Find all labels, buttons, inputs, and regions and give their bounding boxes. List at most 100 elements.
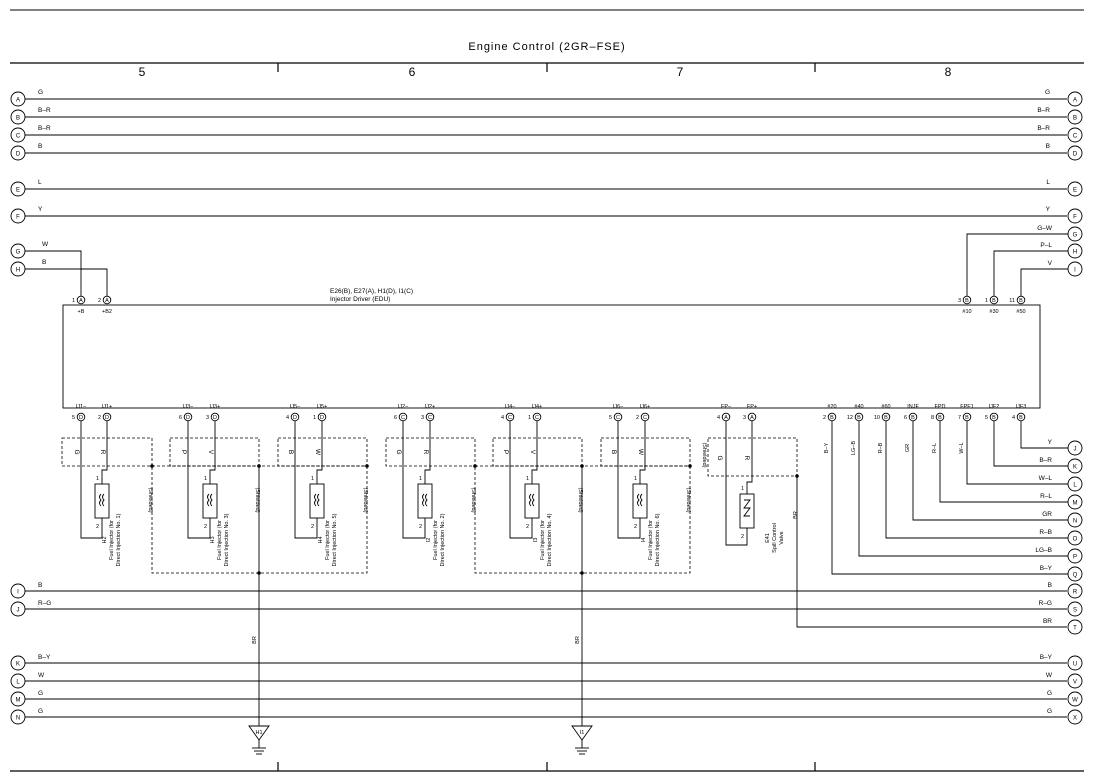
coil-pin-number: 1 xyxy=(741,486,744,492)
injector-coil xyxy=(417,483,433,519)
right-terminal xyxy=(1067,476,1083,492)
wire-color-label: V xyxy=(529,450,536,455)
terminal-letter: X xyxy=(1073,715,1077,721)
pin-label: IJ3+ xyxy=(210,404,221,410)
left-terminal xyxy=(10,709,26,725)
right-terminal xyxy=(1067,127,1083,143)
coil-pin-number: 1 xyxy=(634,476,637,482)
left-terminal xyxy=(10,691,26,707)
wire-color-label: BR xyxy=(575,636,581,644)
left-terminal xyxy=(10,243,26,259)
pin-label: IJ2– xyxy=(398,404,409,410)
shield-box xyxy=(474,465,691,574)
valve-label: Valve xyxy=(779,531,785,544)
terminal-letter: K xyxy=(16,661,20,667)
wire-color-label: R–B xyxy=(1039,529,1052,536)
connector-pin xyxy=(102,295,112,305)
connector-letter: A xyxy=(724,415,728,421)
pin-number: 2 xyxy=(98,298,101,304)
injector-wire xyxy=(639,421,646,484)
connector-letter: D xyxy=(293,415,297,421)
connector-pin xyxy=(721,412,731,422)
wire-color-label: B xyxy=(38,582,42,589)
coil-pin-number: 1 xyxy=(96,476,99,482)
shielded-label: (Shielded) xyxy=(577,487,583,512)
pin-number: 5 xyxy=(72,415,75,421)
terminal-letter: E xyxy=(1073,187,1077,193)
right-terminal xyxy=(1067,619,1083,635)
wire-color-label: W xyxy=(637,449,644,456)
wires xyxy=(25,98,1068,755)
injector-id: H3 xyxy=(210,536,216,543)
wire-color-label: G xyxy=(73,449,80,454)
wire-color-label: G xyxy=(38,708,43,715)
injector-label: Direct Injection No. 2) xyxy=(440,513,446,566)
wire-color-label: G xyxy=(38,89,43,96)
valve-wire xyxy=(746,421,753,494)
injector-wire xyxy=(187,421,211,539)
shielded-label: (Shielded) xyxy=(147,487,153,512)
injector-wire xyxy=(316,421,323,484)
signal-wire xyxy=(966,421,1068,485)
injector-label: Direct Injection No. 3) xyxy=(224,513,230,566)
pin-label: #30 xyxy=(989,309,998,315)
section-number: 6 xyxy=(409,65,416,79)
pin-number: 4 xyxy=(717,415,720,421)
injector-label: Fuel Injector (for xyxy=(109,520,115,560)
connector-letter: B xyxy=(1019,298,1023,304)
right-terminal xyxy=(1067,243,1083,259)
left-terminal xyxy=(10,91,26,107)
pin-number: 4 xyxy=(286,415,289,421)
wire-color-label: LG–B xyxy=(1035,547,1052,554)
right-terminal xyxy=(1067,673,1083,689)
left-terminal xyxy=(10,208,26,224)
pin-label: IJ2+ xyxy=(425,404,436,410)
connector-letter: D xyxy=(186,415,190,421)
injector-label: Fuel Injector (for xyxy=(433,520,439,560)
connector-pin xyxy=(76,412,86,422)
right-terminal xyxy=(1067,181,1083,197)
right-terminal xyxy=(1067,655,1083,671)
wire-color-label: R–G xyxy=(38,600,51,607)
pin-label: #20 xyxy=(827,404,836,410)
connector-pin xyxy=(1016,412,1026,422)
right-terminal xyxy=(1067,512,1083,528)
injector-label: Fuel Injector (for xyxy=(325,520,331,560)
right-terminal xyxy=(1067,709,1083,725)
injector-coil xyxy=(309,483,325,519)
terminal-letter: W xyxy=(1072,697,1078,703)
wire-color-label: LG–B xyxy=(851,441,857,455)
coil-pin-number: 1 xyxy=(526,476,529,482)
connector-pin xyxy=(881,412,891,422)
connector-pin xyxy=(317,412,327,422)
connector-letter: B xyxy=(965,415,969,421)
injector-wire xyxy=(209,421,216,484)
connector-pin xyxy=(827,412,837,422)
edu-connectors: E26(B), E27(A), H1(D), I1(C) xyxy=(330,288,413,295)
pin-number: 3 xyxy=(958,298,961,304)
connector-letter: A xyxy=(105,298,109,304)
wire-color-label: W xyxy=(314,449,321,456)
terminal-letter: M xyxy=(16,697,21,703)
injector-label: Fuel Injector (for xyxy=(648,520,654,560)
coil-pin-number: 2 xyxy=(419,524,422,530)
pin-label: IJ1+ xyxy=(102,404,113,410)
pin-label: IJ5+ xyxy=(317,404,328,410)
terminal-letter: I xyxy=(17,589,19,595)
injector-wire xyxy=(294,421,318,539)
connector-pin xyxy=(962,412,972,422)
injector-id: I3 xyxy=(533,538,539,543)
injector-wire xyxy=(402,421,426,539)
left-terminal xyxy=(10,261,26,277)
left-terminal xyxy=(10,655,26,671)
right-terminal xyxy=(1067,145,1083,161)
connector-pin xyxy=(290,412,300,422)
wire-color-label: R–L xyxy=(932,443,938,453)
wire-color-label: P xyxy=(502,450,509,454)
pin-label: +B2 xyxy=(102,309,112,315)
injector-coil xyxy=(94,483,110,519)
connector-letter: B xyxy=(911,415,915,421)
wire-color-label: B xyxy=(287,450,294,454)
pin-label: #10 xyxy=(962,309,971,315)
connector-pin xyxy=(908,412,918,422)
